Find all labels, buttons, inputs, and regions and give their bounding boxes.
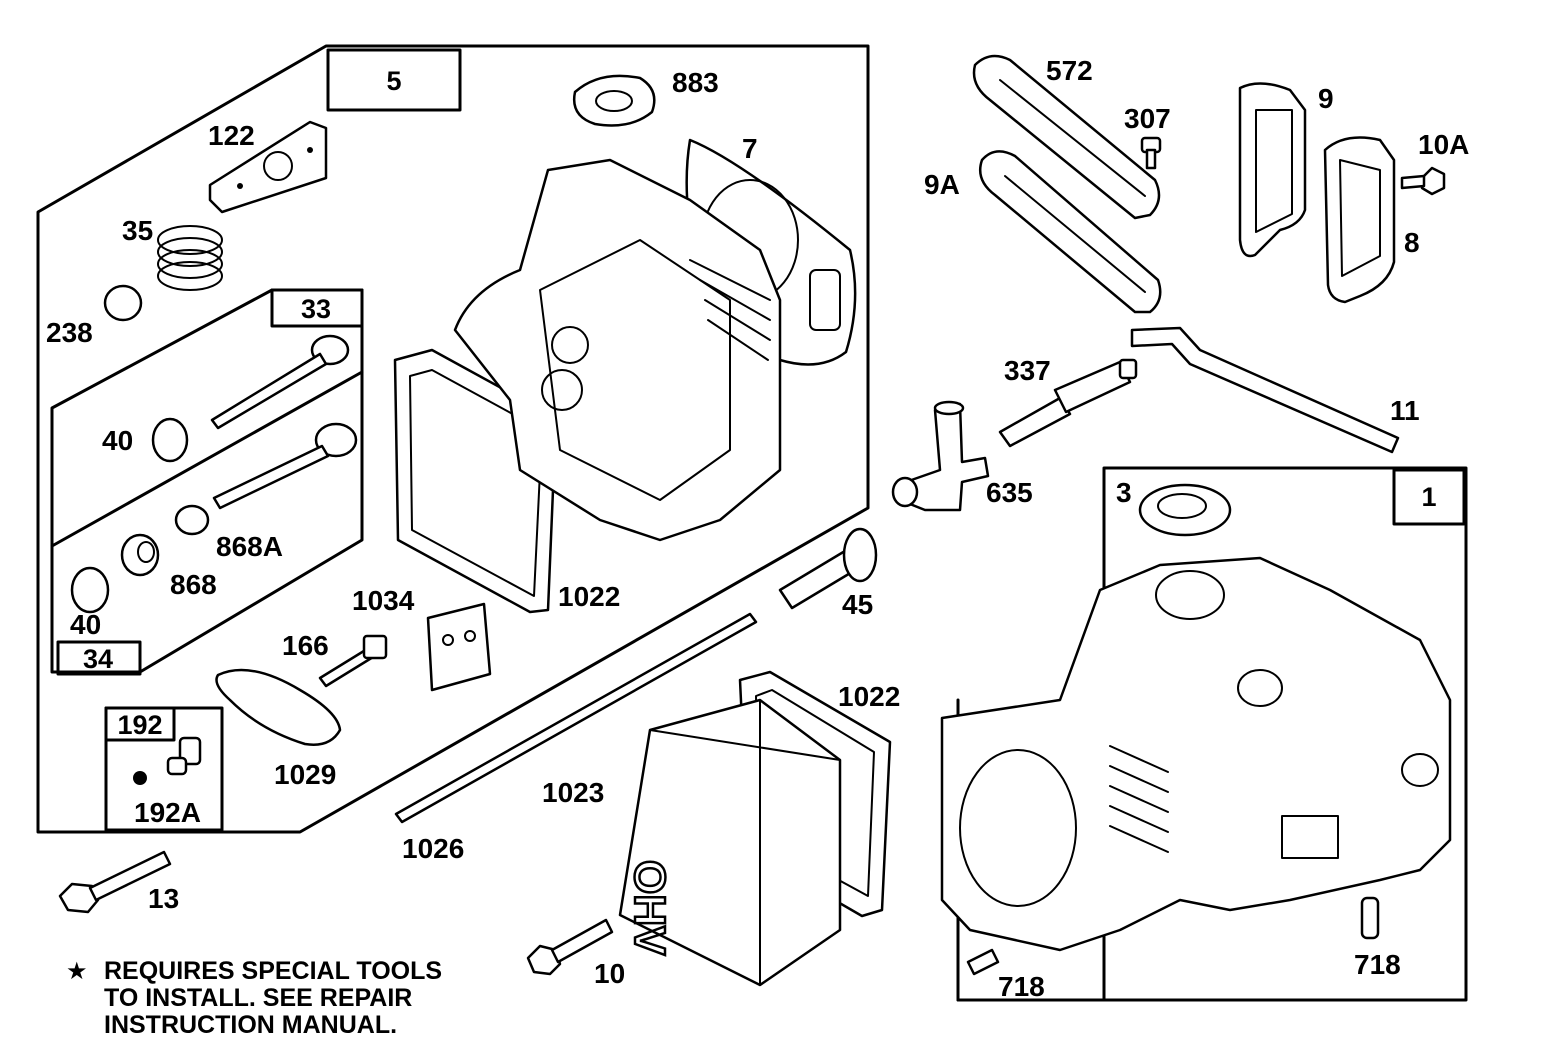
callout-45: 45: [842, 589, 873, 620]
callout-5: 5: [386, 66, 401, 96]
exhaust-valve: [210, 334, 350, 430]
cylinder-head: [453, 158, 782, 542]
callout-718-left: 718: [998, 971, 1045, 1002]
breather-subpanel: [104, 706, 224, 832]
cover-marking-ohv: OHV: [625, 860, 674, 956]
box-1: [1392, 468, 1466, 526]
callout-868: 868: [170, 569, 217, 600]
callout-10a: 10A: [1418, 129, 1469, 160]
callout-192a: 192A: [134, 797, 201, 828]
note-line-1: REQUIRES SPECIAL TOOLS: [104, 957, 443, 985]
guide-plate-1034: [426, 602, 492, 692]
callout-166: 166: [282, 630, 329, 661]
callout-1029: 1029: [274, 759, 336, 790]
rocker-stud-166: [318, 634, 388, 688]
callout-307: 307: [1124, 103, 1171, 134]
short-block: [940, 556, 1452, 952]
intake-valve: [212, 422, 358, 510]
spark-plug-337: [998, 358, 1138, 448]
valve-spring-35: [157, 225, 223, 291]
callout-635: 635: [986, 477, 1033, 508]
callout-11: 11: [1390, 395, 1420, 426]
note-line-3: INSTRUCTION MANUAL.: [104, 1011, 398, 1039]
callout-labels: 5 33 34 192 1 122 35 238 40 868A 868 40 …: [46, 55, 1469, 1002]
muffler-8: [1323, 136, 1396, 304]
callout-1034: 1034: [352, 585, 415, 616]
kit-number-box-5: [326, 48, 462, 112]
rocker-arm-1029: [215, 668, 342, 746]
spacer-plate-122: [208, 120, 328, 214]
dowel-pin-718-right: [1360, 896, 1380, 940]
callout-1022-lower: 1022: [838, 681, 900, 712]
callout-868a: 868A: [216, 531, 283, 562]
breather-fitting-192: [166, 736, 202, 776]
callout-1022-upper: 1022: [558, 581, 620, 612]
callout-337: 337: [1004, 355, 1051, 386]
retainer-40-lower: [70, 566, 110, 614]
bolt-10: [526, 918, 614, 976]
callout-9a: 9A: [924, 169, 960, 200]
box-34: [56, 640, 142, 676]
screw-307: [1140, 136, 1162, 170]
callout-33: 33: [301, 294, 331, 324]
callout-40-upper: 40: [102, 425, 133, 456]
washer-868a: [174, 504, 210, 536]
special-tools-note: ★ REQUIRES SPECIAL TOOLS TO INSTALL. SEE…: [66, 958, 442, 1039]
star-icon: ★: [66, 957, 88, 985]
callout-40-lower: 40: [70, 609, 101, 640]
screw-10a: [1400, 166, 1446, 196]
callout-8: 8: [1404, 227, 1420, 258]
callout-1026: 1026: [402, 833, 464, 864]
note-line-2: TO INSTALL. SEE REPAIR: [104, 984, 413, 1012]
retainer-40-upper: [151, 417, 189, 463]
fitting-635: [891, 400, 990, 512]
box-192: [104, 706, 176, 742]
intake-gasket-883: [572, 74, 656, 127]
muffler-gasket-9: [1238, 82, 1307, 258]
box-33: [270, 288, 364, 328]
rocker-cover-1023: OHV: [618, 698, 842, 987]
valve-subpanels: [50, 288, 364, 676]
cylinder-head-kit-panel: [36, 44, 870, 834]
breather-tube-11: [1130, 326, 1400, 454]
callout-34: 34: [83, 644, 113, 674]
callout-7: 7: [742, 133, 758, 164]
callout-572: 572: [1046, 55, 1093, 86]
push-rod-1026: [394, 612, 758, 824]
callout-883: 883: [672, 67, 719, 98]
oil-seal-3: [1138, 483, 1232, 537]
callout-9: 9: [1318, 83, 1334, 114]
callout-718-right: 718: [1354, 949, 1401, 980]
callout-122: 122: [208, 120, 255, 151]
callout-10: 10: [594, 958, 625, 989]
callout-192: 192: [117, 710, 162, 740]
valve-seal-868: [120, 533, 160, 577]
callout-1023: 1023: [542, 777, 604, 808]
callout-238: 238: [46, 317, 93, 348]
callout-1: 1: [1421, 482, 1436, 512]
bolt-13: [58, 850, 172, 914]
guide-tube-45: [778, 527, 878, 610]
callout-3: 3: [1116, 477, 1132, 508]
exhaust-gasket-9a: [978, 150, 1162, 314]
callout-13: 13: [148, 883, 179, 914]
exhaust-gasket-572: [972, 54, 1161, 220]
callout-35: 35: [122, 215, 153, 246]
dowel-pin-718-left: [966, 948, 1000, 976]
valve-cap-238: [103, 284, 143, 322]
plug-192a: [133, 771, 147, 785]
